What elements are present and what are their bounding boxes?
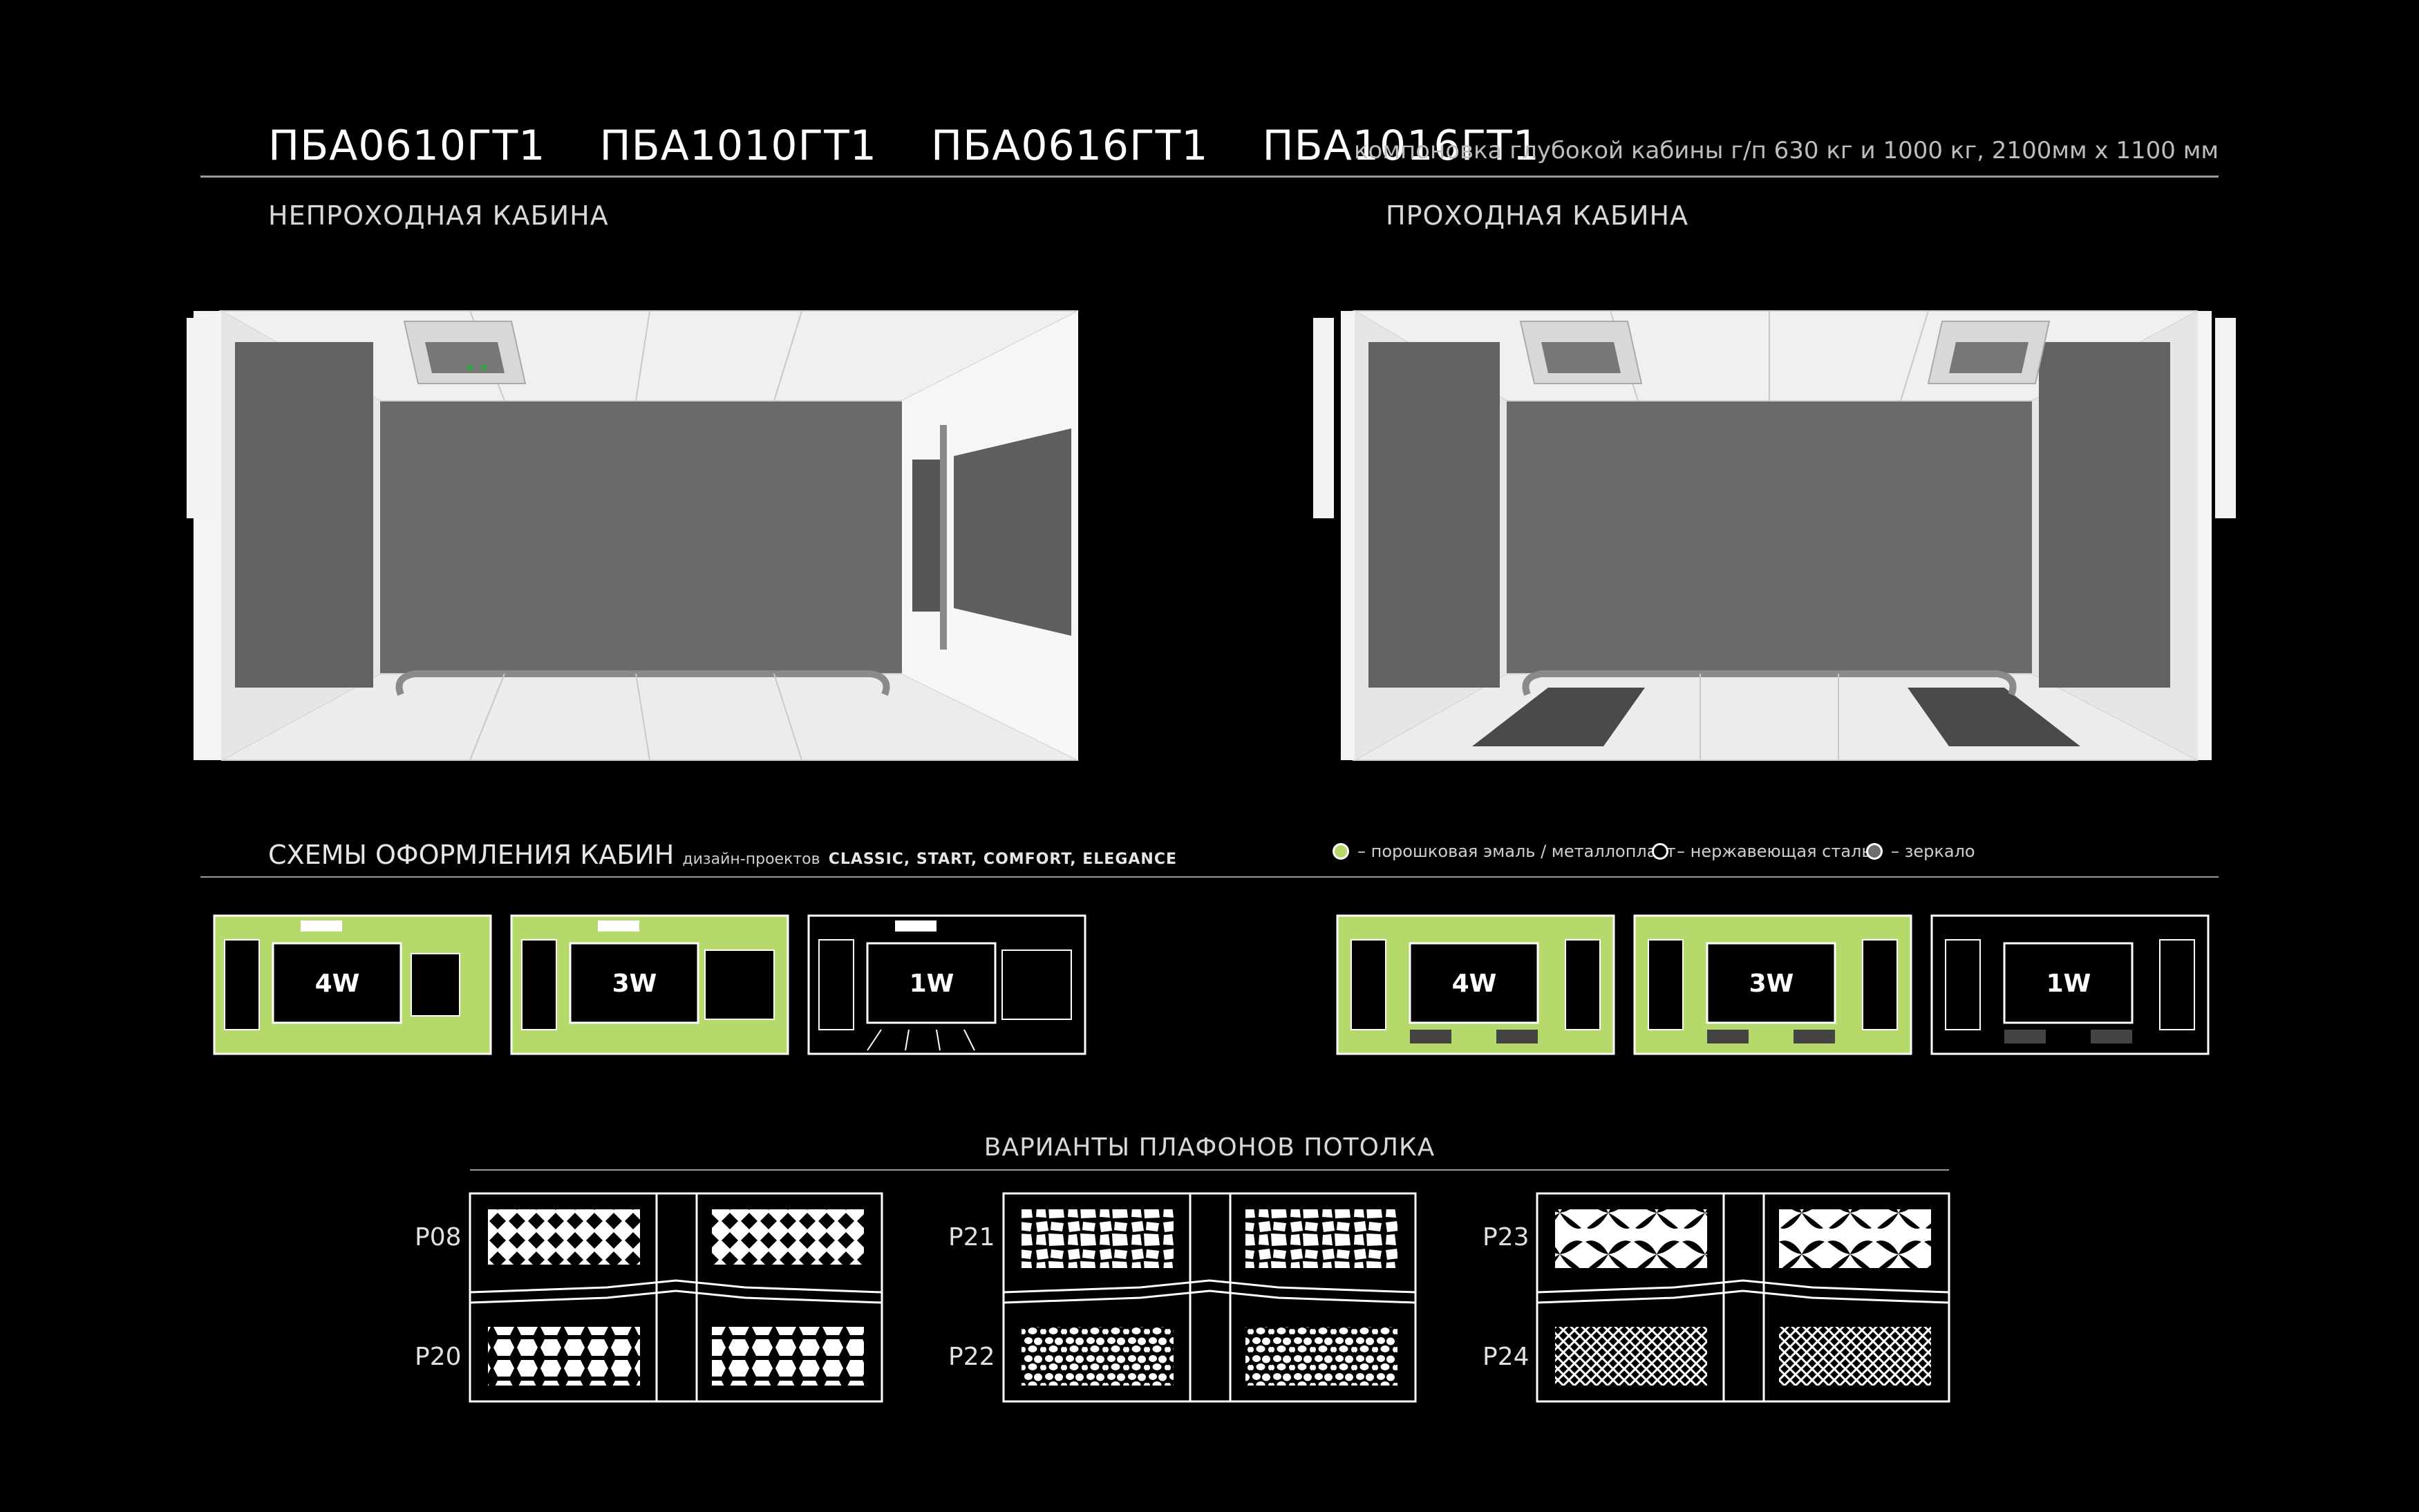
legend-swatch: [1333, 843, 1349, 860]
walkthrough-cabin-label: ПРОХОДНАЯ КАБИНА: [1386, 200, 1689, 231]
model-name: ПБА0610ГТ1: [268, 122, 546, 170]
ceiling-code: P20: [415, 1343, 462, 1371]
schemes-title-text: СХЕМЫ ОФОРМЛЕНИЯ КАБИН: [268, 840, 675, 870]
scheme-thumb-1w: 1W: [1930, 914, 2210, 1055]
scheme-thumb-4w: 4W: [213, 914, 492, 1055]
schemes-title: СХЕМЫ ОФОРМЛЕНИЯ КАБИН дизайн-проектов C…: [268, 840, 1177, 870]
scheme-thumb-1w: 1W: [807, 914, 1086, 1055]
model-name: ПБА1016ГТ1: [1262, 122, 1540, 170]
blind-cabin-render: [187, 310, 1079, 761]
scheme-label: 4W: [315, 970, 360, 998]
legend-steel: – нержавеющая сталь: [1652, 842, 1872, 861]
blind-cabin-label: НЕПРОХОДНАЯ КАБИНА: [268, 200, 609, 231]
header-divider: [200, 176, 2219, 178]
legend-label: – нержавеющая сталь: [1677, 842, 1872, 861]
legend-powder: – порошковая эмаль / металлопласт: [1333, 842, 1676, 861]
scheme-label: 1W: [2046, 970, 2091, 998]
scheme-thumb-3w: 3W: [510, 914, 789, 1055]
ceiling-code: P08: [415, 1223, 462, 1251]
ceiling-code: P22: [948, 1343, 995, 1371]
ceiling-group-p21-p22: [1002, 1192, 1417, 1403]
legend-swatch: [1652, 843, 1668, 860]
legend-mirror: – зеркало: [1866, 842, 1975, 861]
legend-label: – порошковая эмаль / металлопласт: [1357, 842, 1676, 861]
walkthrough-cabin-render: [1313, 310, 2236, 761]
ceiling-group-p08-p20: [469, 1192, 883, 1403]
ceiling-code: P23: [1483, 1223, 1529, 1251]
scheme-label: 1W: [910, 970, 954, 998]
model-list: ПБА0610ГТ1 ПБА1010ГТ1 ПБА0616ГТ1 ПБА1016…: [268, 122, 1580, 170]
layout-subtitle: компоновка глубокой кабины г/п 630 кг и …: [1353, 137, 2219, 164]
ceiling-code: P24: [1483, 1343, 1529, 1371]
scheme-label: 4W: [1452, 970, 1497, 998]
scheme-thumb-4w: 4W: [1336, 914, 1615, 1055]
scheme-label: 3W: [612, 970, 657, 998]
schemes-projects: CLASSIC, START, COMFORT, ELEGANCE: [828, 851, 1177, 868]
blind-cabin-schemes: 4W 3W 1W: [213, 914, 1086, 1055]
legend-label: – зеркало: [1891, 842, 1975, 861]
legend-swatch: [1866, 843, 1883, 860]
scheme-thumb-3w: 3W: [1633, 914, 1912, 1055]
schemes-note: дизайн-проектов: [682, 851, 820, 868]
walkthrough-cabin-schemes: 4W 3W 1W: [1336, 914, 2210, 1055]
ceiling-group-p23-p24: [1536, 1192, 1950, 1403]
ceiling-code: P21: [948, 1223, 995, 1251]
model-name: ПБА1010ГТ1: [599, 122, 877, 170]
ceiling-divider: [470, 1169, 1949, 1171]
scheme-label: 3W: [1749, 970, 1794, 998]
ceiling-title: ВАРИАНТЫ ПЛАФОНОВ ПОТОЛКА: [983, 1133, 1436, 1162]
schemes-divider: [200, 876, 2219, 878]
model-name: ПБА0616ГТ1: [931, 122, 1209, 170]
